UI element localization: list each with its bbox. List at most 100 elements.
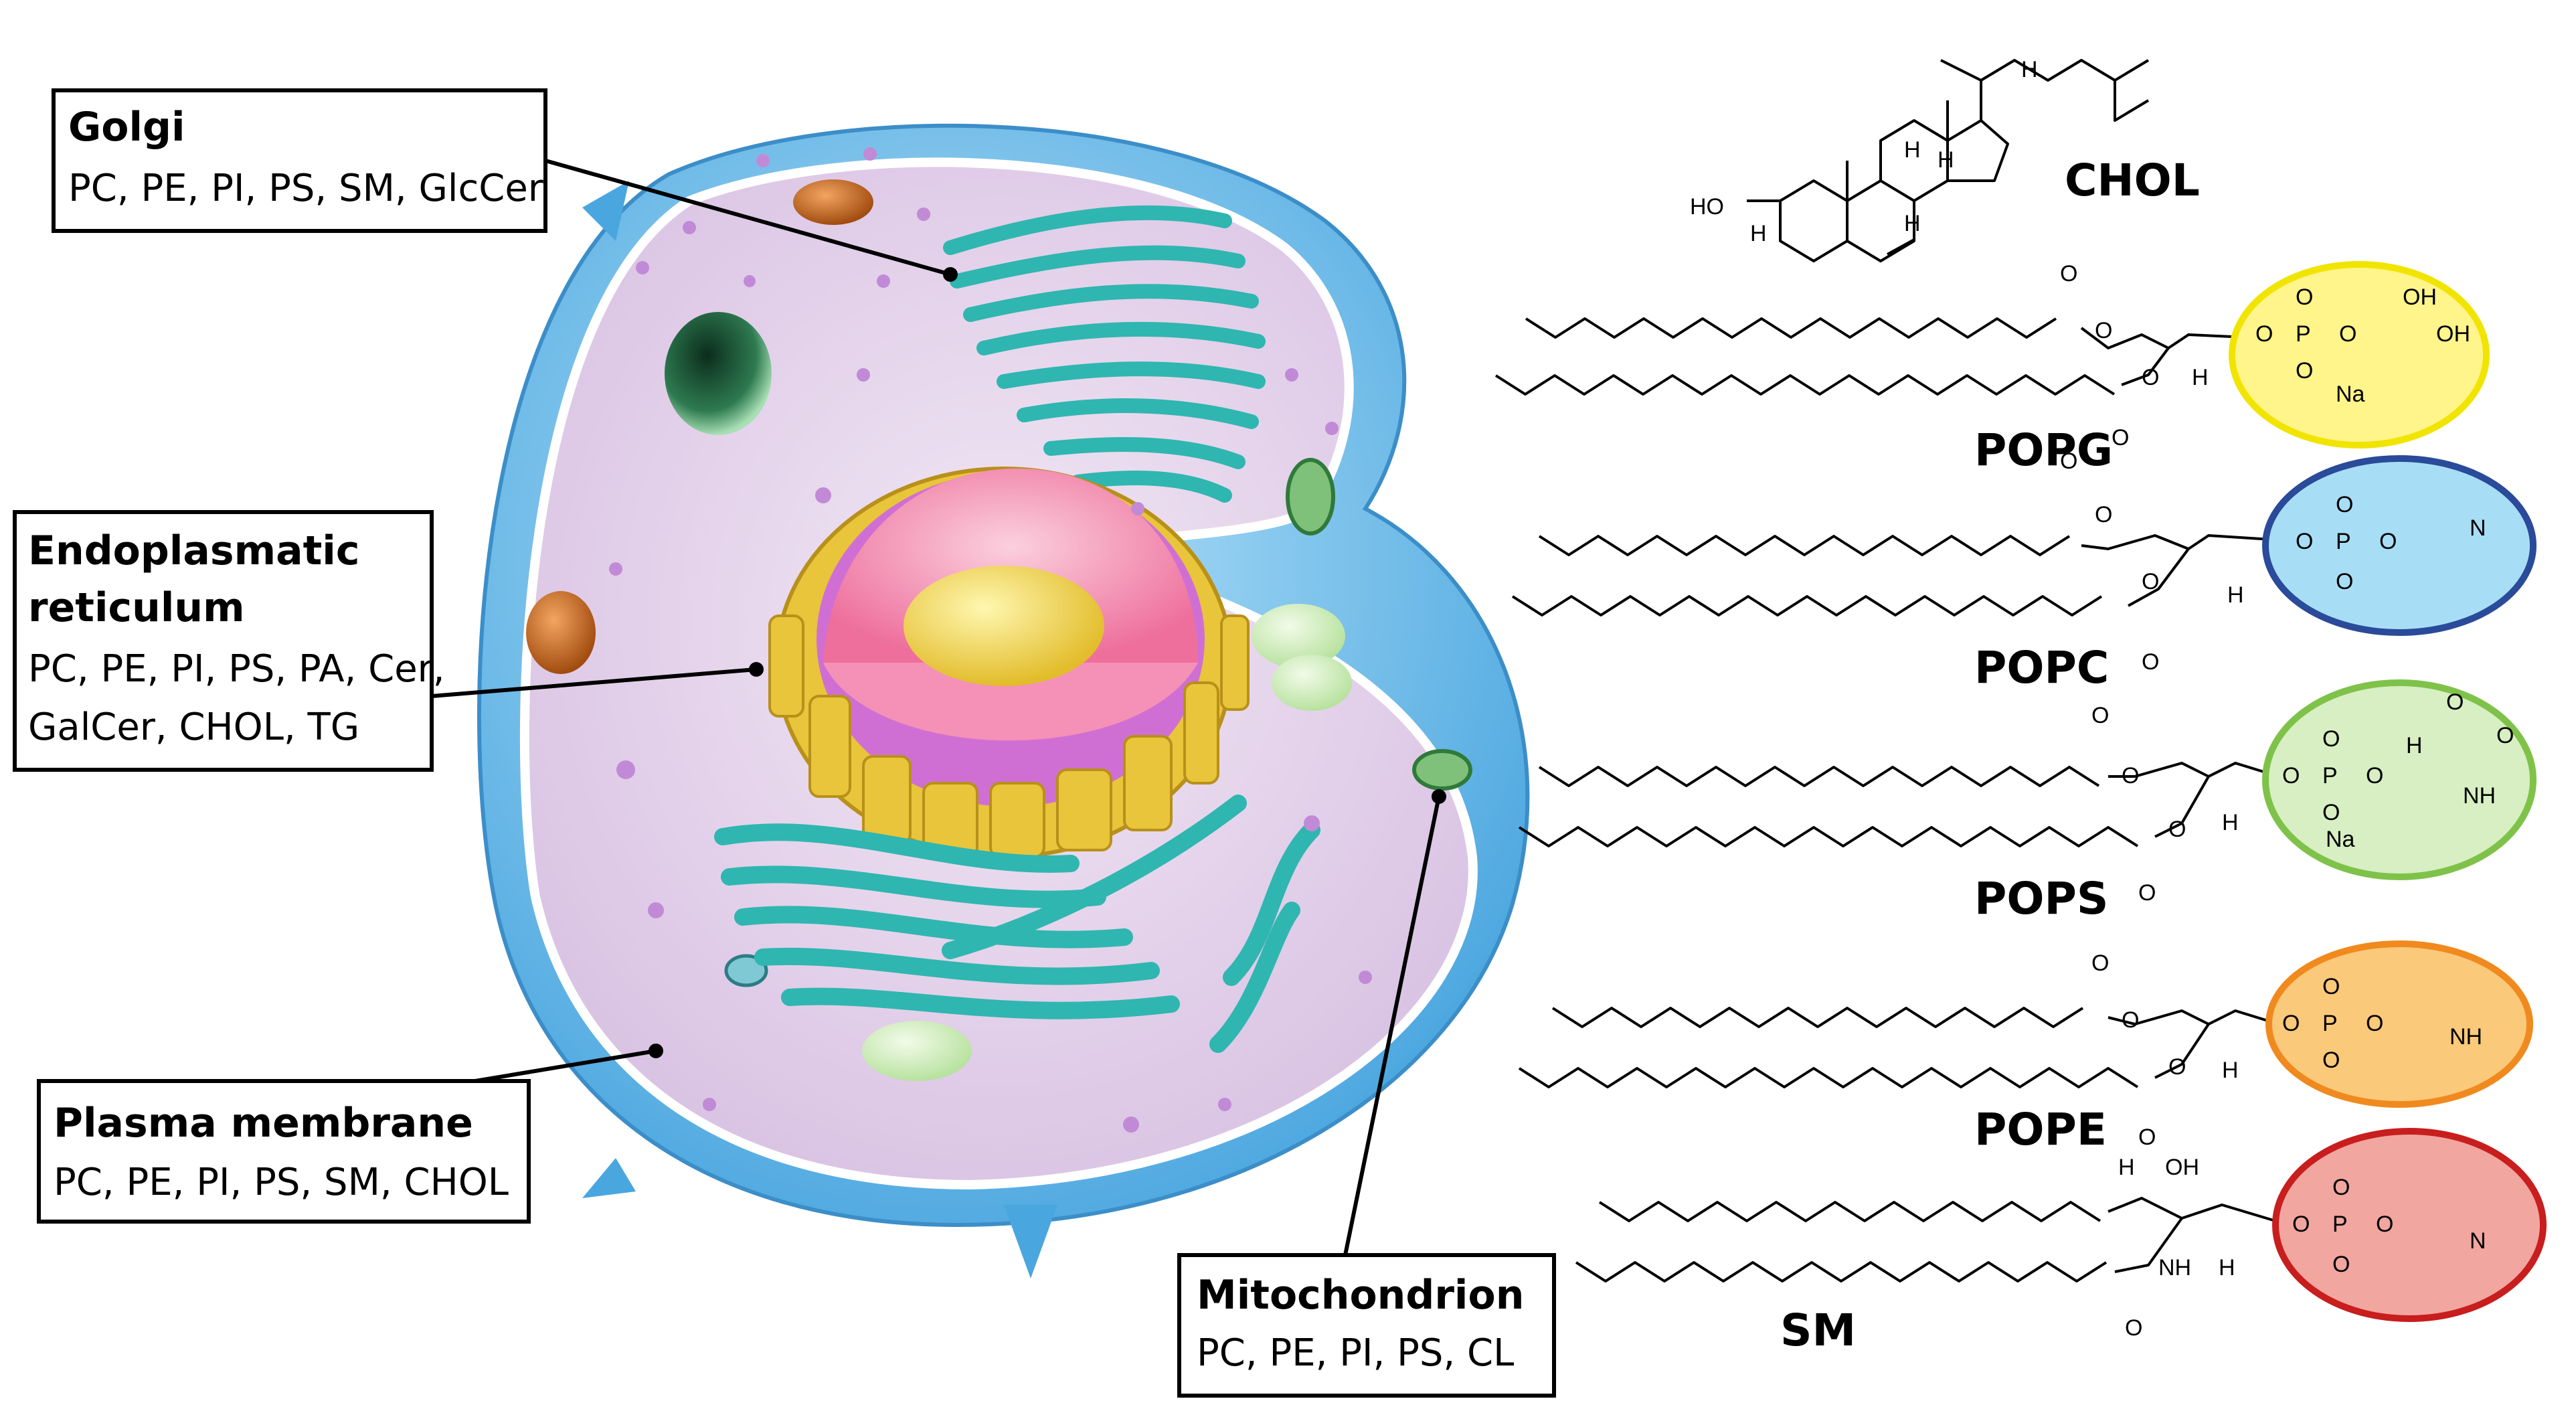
membrane-notch xyxy=(582,1158,636,1198)
nucleolus xyxy=(904,566,1104,686)
label-er-lipids-2: GalCer, CHOL, TG xyxy=(28,706,359,749)
popg-o: O xyxy=(2112,425,2129,450)
backbone-bond xyxy=(2128,548,2190,607)
leader-mito xyxy=(1343,796,1441,1256)
sm-name: SM xyxy=(1780,1305,1856,1356)
popg-o: O xyxy=(2296,358,2313,384)
pope-o: O xyxy=(2282,1011,2300,1036)
popc-o: O xyxy=(2095,502,2112,527)
chol-h: H xyxy=(1904,211,1921,236)
leader-mito-dot xyxy=(1432,789,1446,804)
vesicle-green xyxy=(862,1021,972,1081)
pope-o: O xyxy=(2168,1054,2186,1080)
popc-headgroup-circle xyxy=(2262,455,2537,636)
pops-o: O xyxy=(2322,726,2340,752)
backbone-bond xyxy=(2081,534,2293,550)
popc-tail-sn2 xyxy=(1511,595,2103,616)
backbone-bond xyxy=(2121,347,2170,386)
popg-o: O xyxy=(2095,318,2112,343)
molecule-popg: O O O O H O P O O O OH OH Na POPG xyxy=(1974,261,2490,476)
golgi-stack-top xyxy=(943,205,1266,503)
pops-nh: NH xyxy=(2463,783,2496,809)
pope-o: O xyxy=(2366,1011,2383,1036)
popc-h: H xyxy=(2227,582,2244,608)
popc-o: O xyxy=(2296,529,2313,554)
leader-er xyxy=(431,667,757,698)
sm-n: N xyxy=(2470,1228,2486,1254)
sm-headgroup-circle xyxy=(2272,1128,2547,1322)
sm-o: O xyxy=(2376,1212,2393,1237)
pope-o: O xyxy=(2122,1007,2139,1033)
label-plasma-membrane: Plasma membrane PC, PE, PI, PS, SM, CHOL xyxy=(37,1079,531,1224)
sm-tail-sphingosine xyxy=(1598,1201,2101,1222)
backbone-bond xyxy=(2108,1009,2280,1025)
label-plasma-lipids: PC, PE, PI, PS, SM, CHOL xyxy=(54,1161,509,1204)
pops-o: O xyxy=(2122,763,2139,789)
pops-o: O xyxy=(2282,763,2300,789)
molecule-pope: O O O O H O P O O O NH POPE xyxy=(1974,940,2533,1155)
label-golgi-lipids: PC, PE, PI, PS, SM, GlcCer xyxy=(68,167,544,210)
popc-o: O xyxy=(2336,492,2353,517)
pops-o: O xyxy=(2168,817,2186,842)
leader-golgi xyxy=(545,159,951,276)
pope-p: P xyxy=(2322,1011,2338,1036)
label-plasma-title: Plasma membrane xyxy=(54,1100,473,1147)
popg-o: O xyxy=(2339,321,2356,347)
pops-p: P xyxy=(2322,763,2338,789)
popc-o: O xyxy=(2336,569,2353,594)
label-mito-title: Mitochondrion xyxy=(1197,1272,1524,1319)
leader-er-dot xyxy=(749,662,764,677)
vesicle-green xyxy=(1252,604,1345,668)
membrane-notch xyxy=(582,181,629,241)
pops-tail-sn2 xyxy=(1518,826,2139,847)
pope-o: O xyxy=(2091,951,2109,976)
sm-h: H xyxy=(2118,1155,2135,1180)
leader-plasma-dot xyxy=(649,1044,663,1058)
leader-golgi-dot xyxy=(943,267,958,282)
molecule-pops: O O O O H O P O O O H O O NH Na POPS xyxy=(1974,679,2537,924)
pope-h: H xyxy=(2222,1058,2239,1083)
label-mito-lipids: PC, PE, PI, PS, CL xyxy=(1197,1331,1514,1375)
pops-h: H xyxy=(2406,733,2423,758)
popg-oh: OH xyxy=(2436,321,2470,347)
pops-na: Na xyxy=(2326,827,2355,852)
backbone-bond xyxy=(2108,1197,2290,1226)
sm-nh: NH xyxy=(2158,1255,2191,1280)
popg-oh: OH xyxy=(2403,284,2437,310)
pope-tail-sn1 xyxy=(1551,1007,2084,1028)
chol-name: CHOL xyxy=(2065,155,2200,206)
sm-tail-acyl xyxy=(1575,1261,2108,1283)
chol-ho: HO xyxy=(1690,194,1724,220)
chol-h: H xyxy=(2021,57,2038,82)
popc-o: O xyxy=(2060,448,2077,474)
popg-na: Na xyxy=(2336,382,2365,407)
sm-o: O xyxy=(2332,1252,2350,1277)
popc-o: O xyxy=(2142,649,2159,675)
lysosome xyxy=(665,312,772,435)
popg-h: H xyxy=(2192,365,2209,390)
pops-o: O xyxy=(2496,723,2514,748)
sm-h: H xyxy=(2219,1255,2235,1280)
sm-o: O xyxy=(2292,1212,2310,1237)
mitochondrion-organelle xyxy=(1412,749,1472,791)
popc-p: P xyxy=(2336,529,2351,554)
popg-tail-sn2 xyxy=(1494,374,2116,396)
label-golgi: Golgi PC, PE, PI, PS, SM, GlcCer xyxy=(52,88,547,233)
molecule-chol: HO H H H H H CHOL xyxy=(1690,57,2200,262)
mitochondrion-organelle xyxy=(724,954,768,987)
vesicle-orange xyxy=(793,179,873,225)
backbone-bond xyxy=(2080,327,2263,349)
mitochondrion-organelle xyxy=(1286,458,1335,535)
pope-o: O xyxy=(2322,974,2340,999)
golgi-stack-bottom xyxy=(714,795,1320,1053)
small-vesicles xyxy=(609,147,1372,1133)
pops-o: O xyxy=(2446,689,2464,715)
sm-oh: OH xyxy=(2165,1155,2199,1180)
membrane-notch xyxy=(1004,1205,1057,1278)
pops-h: H xyxy=(2222,810,2239,835)
popg-headgroup-circle xyxy=(2229,261,2490,448)
pops-o: O xyxy=(2091,703,2109,728)
backbone-bond xyxy=(2114,1217,2183,1273)
pops-headgroup-circle xyxy=(2262,679,2537,880)
label-er-title-2: reticulum xyxy=(28,584,245,631)
